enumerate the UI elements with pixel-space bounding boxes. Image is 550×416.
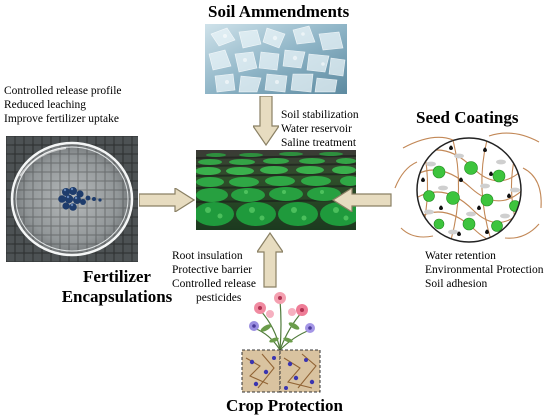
fertilizer-encapsulations-title: Fertilizer Encapsulations <box>42 267 192 307</box>
soil-amendment-point: Soil stabilization <box>281 109 359 121</box>
fertilizer-points: Controlled release profile Reduced leach… <box>4 84 122 126</box>
seed-coating-point: Soil adhesion <box>425 278 488 290</box>
soil-amendments-title: Soil Ammendments <box>208 2 350 21</box>
seed-coating-point: Water retention <box>425 250 496 262</box>
crop-protection-point: Controlled release <box>172 278 256 290</box>
crop-protection-point-cont: pesticides <box>196 292 242 304</box>
fertilizer-point: Reduced leaching <box>4 99 87 111</box>
crop-protection-plant-image <box>240 288 322 394</box>
fertilizer-title-line1: Fertilizer <box>83 267 151 286</box>
fertilizer-title-line2: Encapsulations <box>61 287 173 306</box>
hydrogel-crystals-image <box>205 24 347 94</box>
crop-protection-title: Crop Protection <box>226 396 343 415</box>
arrow-right-icon <box>139 188 195 212</box>
crop-protection-points: Root insulation Protective barrier Contr… <box>172 249 256 305</box>
soil-amendment-point: Water reservoir <box>281 123 352 135</box>
seed-coating-diagram <box>393 128 545 246</box>
fertilizer-petri-dish-image <box>6 136 138 262</box>
crop-protection-point: Protective barrier <box>172 264 253 276</box>
fertilizer-point: Improve fertilizer uptake <box>4 113 119 125</box>
seed-coatings-points: Water retention Environmental Protection… <box>425 249 544 291</box>
crop-protection-point: Root insulation <box>172 250 243 262</box>
soil-amendments-points: Soil stabilization Water reservoir Salin… <box>281 108 359 150</box>
crop-field-image <box>196 150 356 230</box>
soil-amendment-point: Saline treatment <box>281 137 357 149</box>
seed-coating-point: Environmental Protection <box>425 264 544 276</box>
seed-coatings-title: Seed Coatings <box>416 108 519 127</box>
arrow-left-icon <box>332 188 392 212</box>
arrow-down-icon <box>253 96 279 146</box>
fertilizer-point: Controlled release profile <box>4 85 122 97</box>
arrow-up-icon <box>257 232 283 288</box>
